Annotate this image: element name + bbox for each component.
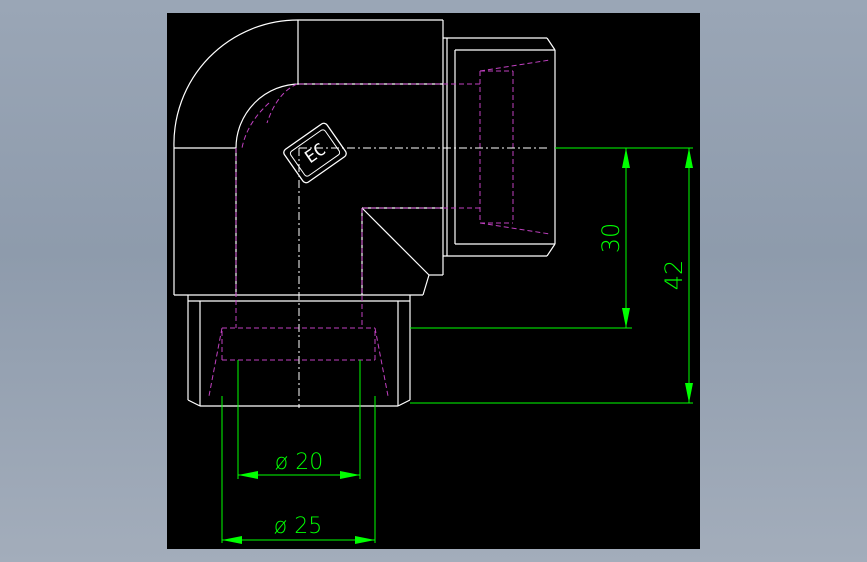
dimension-arrows (222, 148, 693, 544)
fitting-outline (173, 19, 556, 407)
center-lines (298, 147, 547, 408)
dim-dia-inner: ø 20 (275, 450, 323, 475)
elbow-fitting-drawing: EC 30 (173, 19, 693, 544)
dim-height-inner: 30 (597, 223, 625, 254)
hidden-lines (208, 59, 551, 397)
dim-dia-outer: ø 25 (274, 514, 322, 539)
cad-viewport[interactable]: EC 30 (167, 13, 700, 549)
dimensions (221, 147, 693, 543)
dim-height-outer: 42 (660, 260, 688, 291)
ec-logo: EC (283, 122, 347, 184)
